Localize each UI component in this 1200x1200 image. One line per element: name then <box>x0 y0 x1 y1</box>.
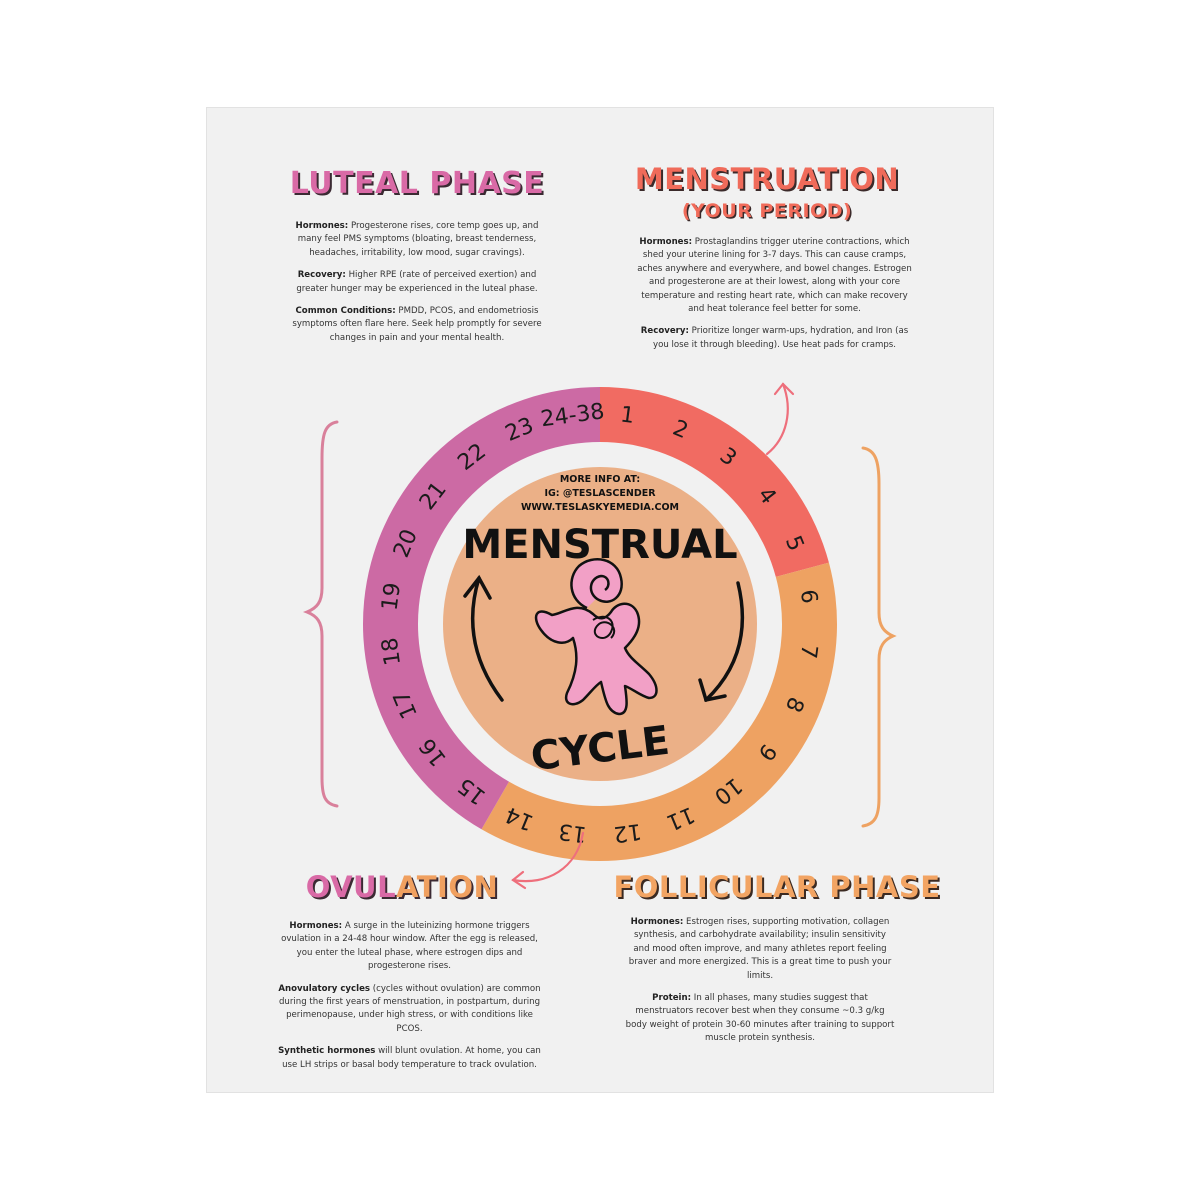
luteal-description: Hormones: Progesterone rises, core temp … <box>292 220 542 354</box>
follicular-hormones-text: Estrogen rises, supporting motivation, c… <box>628 917 892 981</box>
ring-segment-luteal <box>362 387 600 830</box>
ring-day-label: 6 <box>795 588 822 605</box>
ovulation-anov-label: Anovulatory cycles <box>278 983 371 994</box>
luteal-title: LUTEAL PHASE <box>289 166 545 201</box>
menstruation-pointer-arrow-icon <box>765 382 795 456</box>
ovulation-anov-text: (cycles without ovulation) are common du… <box>278 983 541 1034</box>
ring-segment-menstruation <box>600 387 829 577</box>
ring-segment-follicular <box>481 562 837 861</box>
menstruation-recovery-label: Recovery: <box>640 326 689 337</box>
info-label: MORE INFO AT: <box>560 474 640 485</box>
follicular-description: Hormones: Estrogen rises, supporting mot… <box>625 916 895 1055</box>
ovulation-pointer-arrow-icon <box>511 831 585 890</box>
ovulation-description: Hormones: A surge in the luteinizing hor… <box>277 920 542 1081</box>
poster: LUTEAL PHASE Hormones: Progesterone rise… <box>207 108 993 1092</box>
ovulation-hormones-text: A surge in the luteinizing hormone trigg… <box>281 921 538 972</box>
ovulation-title: OVULATION <box>302 870 502 904</box>
ovulation-title-part-a: OVUL <box>305 870 397 904</box>
left-arrowhead-icon <box>463 574 492 600</box>
menstruation-title: MENSTRUATION <box>634 162 900 196</box>
menstruation-description: Hormones: Prostaglandins trigger uterine… <box>632 236 917 361</box>
menstruation-subtitle: (YOUR PERIOD) <box>681 200 853 222</box>
luteal-recovery-label: Recovery: <box>297 270 346 281</box>
ring-segments <box>362 387 837 861</box>
left-bracket <box>302 420 339 808</box>
website-link[interactable]: WWW.TESLASKYEMEDIA.COM <box>521 502 679 513</box>
ring-day-label: 7 <box>795 643 822 660</box>
follicular-hormones-label: Hormones: <box>630 917 684 927</box>
instagram-handle: IG: @TESLASCENDER <box>544 488 656 499</box>
menstruation-recovery-text: Prioritize longer warm-ups, hydration, a… <box>652 326 909 350</box>
ring-day-label: 12 <box>612 818 643 846</box>
ovulation-synth-label: Synthetic hormones <box>278 1046 376 1057</box>
ovulation-synth-text: will blunt ovulation. At home, you can u… <box>282 1046 541 1070</box>
ring-day-label: 19 <box>378 581 406 612</box>
luteal-hormones-text: Progesterone rises, core temp goes up, a… <box>297 221 539 258</box>
luteal-hormones-label: Hormones: <box>295 221 349 231</box>
menstruation-hormones-label: Hormones: <box>639 237 693 247</box>
right-bracket <box>861 446 897 828</box>
left-arrow-icon <box>470 576 504 702</box>
follicular-protein-text: In all phases, many studies suggest that… <box>625 993 895 1044</box>
ovulation-hormones-label: Hormones: <box>289 921 343 931</box>
follicular-title: FOLLICULAR PHASE <box>613 870 941 904</box>
uterus-mascot-icon <box>534 558 658 716</box>
menstruation-hormones-text: Prostaglandins trigger uterine contracti… <box>637 237 912 315</box>
follicular-protein-label: Protein: <box>652 993 692 1004</box>
luteal-conditions-label: Common Conditions: <box>295 306 396 317</box>
right-arrowhead-icon <box>698 678 727 703</box>
right-arrow-icon <box>704 581 745 702</box>
ovulation-title-part-b: ATION <box>396 870 499 904</box>
ring-day-label: 18 <box>378 636 406 667</box>
luteal-conditions-text: PMDD, PCOS, and endometriosis symptoms o… <box>292 306 542 343</box>
cycle-arrows <box>463 574 745 703</box>
luteal-recovery-text: Higher RPE (rate of perceived exertion) … <box>296 270 538 294</box>
ring-day-label: 1 <box>619 402 636 429</box>
